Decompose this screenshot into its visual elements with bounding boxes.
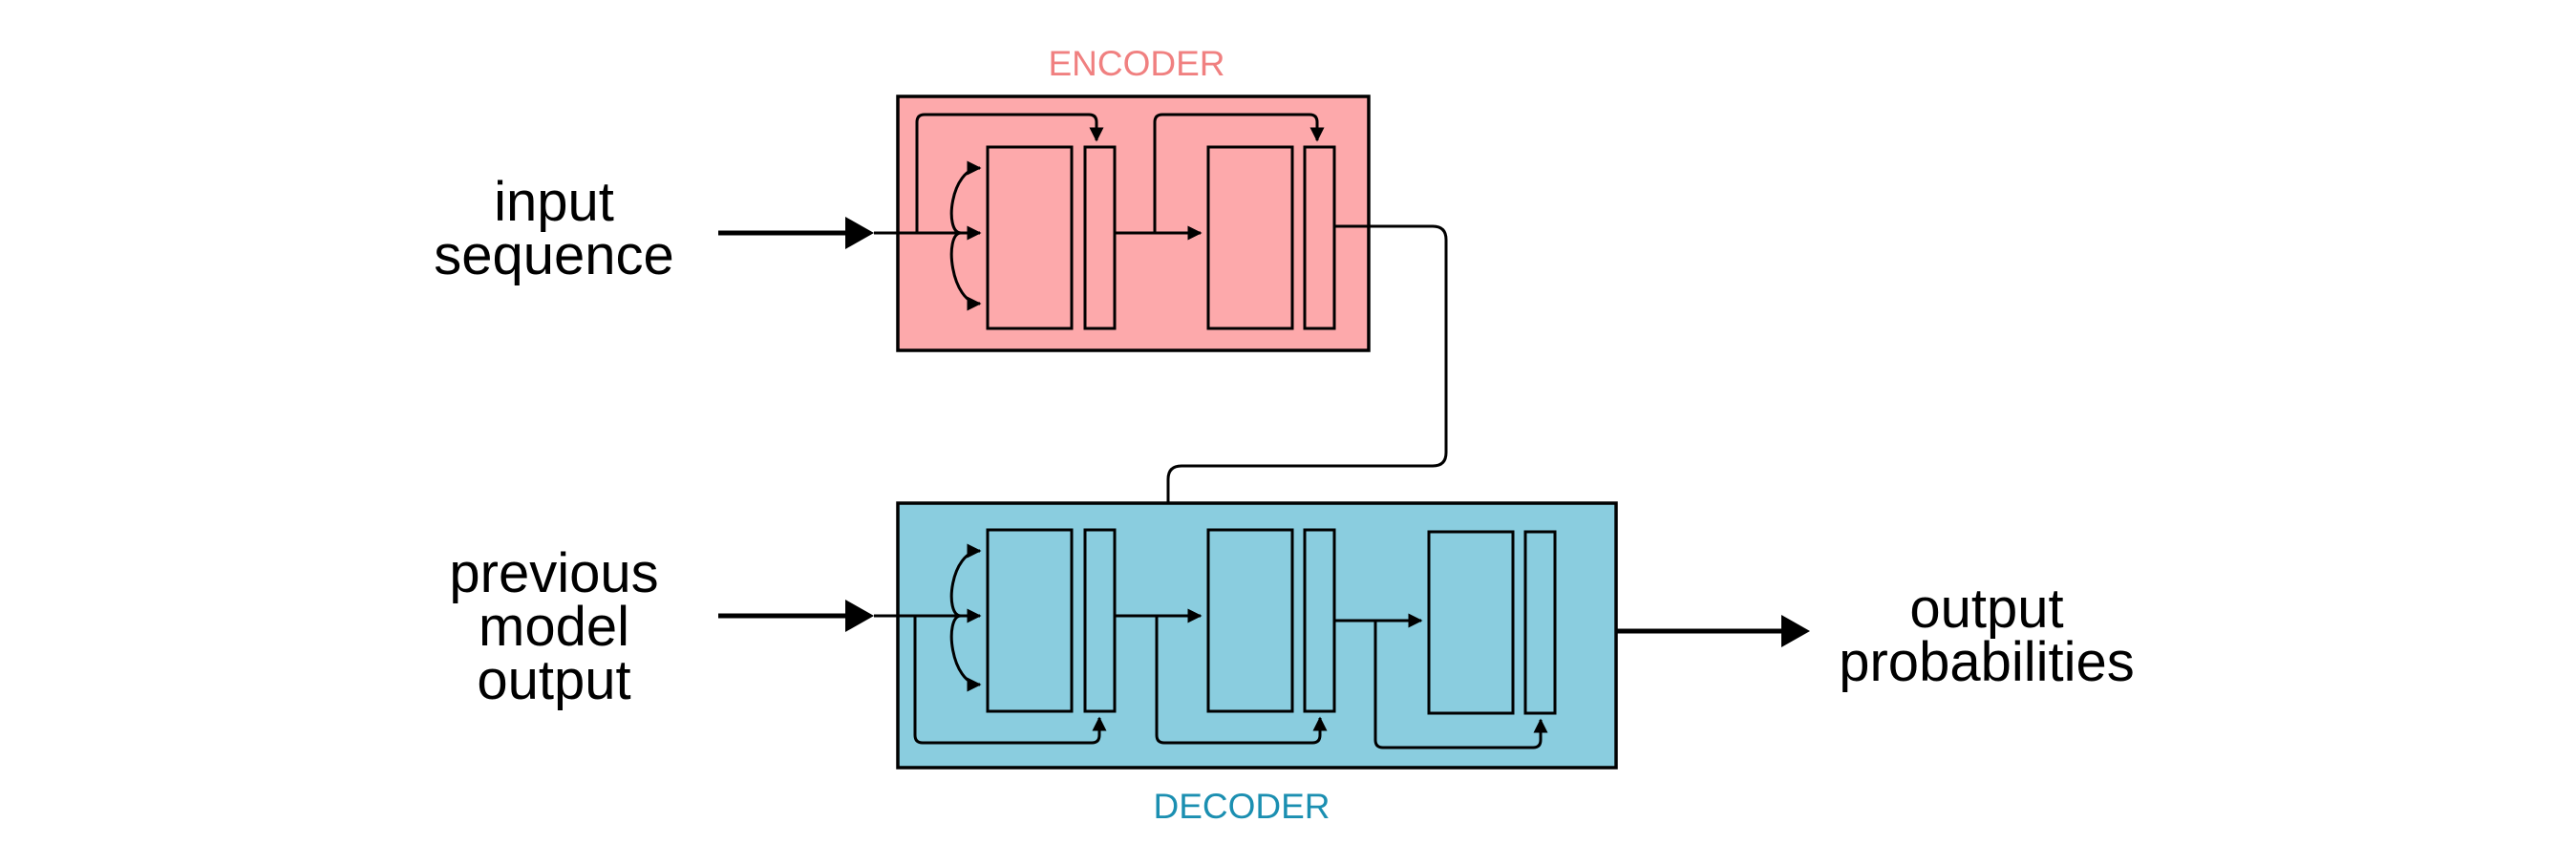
- encoder-attention-box: [986, 145, 1074, 330]
- decoder-norm-box-1: [1083, 528, 1117, 713]
- input-label-line-1: input: [494, 171, 614, 233]
- encoder-residual-2: [1153, 113, 1325, 233]
- input-sequence-label: input sequence: [401, 171, 707, 286]
- output-label-line-2: probabilities: [1839, 631, 2135, 693]
- decoder-ffn-box: [1427, 530, 1515, 715]
- encoder-ffn-box: [1206, 145, 1294, 330]
- encoder-norm-box-1: [1083, 145, 1117, 330]
- decoder-self-attention-box: [986, 528, 1074, 713]
- encoder-branch-up: [949, 160, 982, 235]
- output-arrowhead: [1781, 615, 1810, 647]
- decoder-branch-down: [949, 614, 982, 692]
- encoder-branch-down: [949, 231, 982, 311]
- decoder-norm-box-3: [1523, 530, 1557, 715]
- decoder-cross-attention-box: [1206, 528, 1294, 713]
- decoder-title: DECODER: [1153, 787, 1331, 826]
- output-probabilities-label: output probabilities: [1786, 578, 2187, 693]
- previous-label-line-2: model: [479, 596, 629, 658]
- encoder-to-decoder-line: [1166, 224, 1448, 577]
- output-label-line-1: output: [1909, 578, 2064, 640]
- encoder-norm-box-2: [1303, 145, 1336, 330]
- decoder-residual-2: [1155, 616, 1328, 745]
- previous-label-line-1: previous: [449, 542, 659, 604]
- encoder-title: ENCODER: [1048, 44, 1225, 83]
- decoder-residual-3: [1373, 621, 1548, 749]
- encoder-residual-1: [915, 113, 1104, 233]
- input-arrowhead: [845, 217, 874, 249]
- previous-output-arrowhead: [845, 600, 874, 632]
- decoder-residual-1: [913, 616, 1107, 745]
- decoder-branch-up: [949, 543, 982, 618]
- previous-label-line-3: output: [477, 649, 631, 711]
- input-label-line-2: sequence: [434, 224, 674, 286]
- encoder-block: [896, 95, 1371, 352]
- decoder-block: [896, 501, 1618, 770]
- previous-model-output-label: previous model output: [401, 542, 707, 711]
